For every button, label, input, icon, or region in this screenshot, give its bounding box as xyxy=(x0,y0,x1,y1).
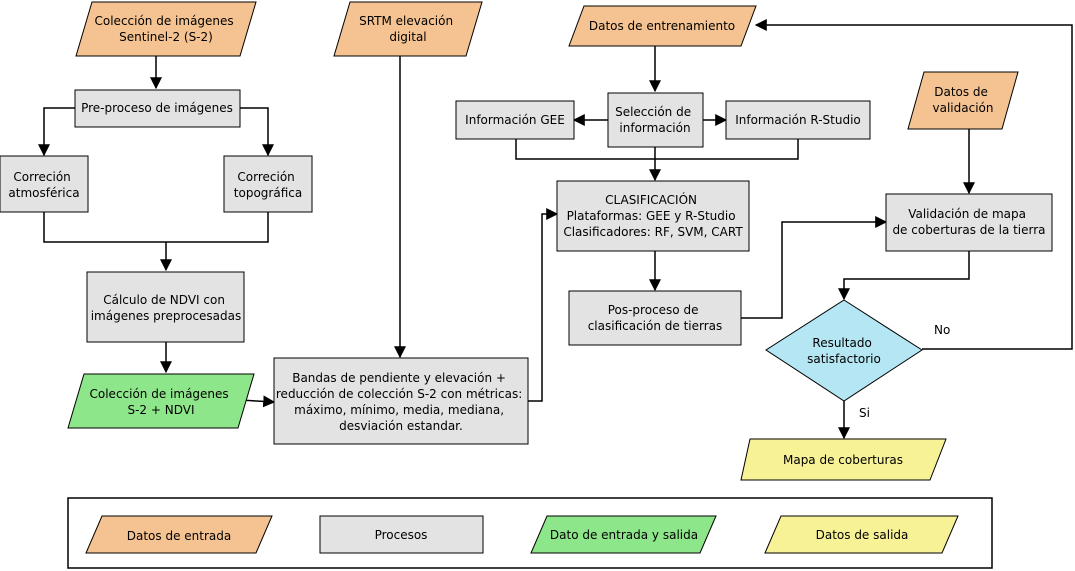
node-validacion-label: Validación de mapa de coberturas de la t… xyxy=(892,207,1045,237)
edge-merge-ndvi xyxy=(43,212,269,270)
node-srtm-shape xyxy=(333,1,483,57)
node-preproceso-shape xyxy=(74,89,241,128)
edge-posproceso-validacion xyxy=(741,216,888,319)
node-seleccion-label: Selección de información xyxy=(615,105,695,135)
edge-preproceso-topo xyxy=(240,107,274,157)
node-srtm-label: SRTM elevación digital xyxy=(359,14,457,44)
node-sentinel-label: Colección de imágenes Sentinel-2 (S-2) xyxy=(95,14,238,44)
node-preproceso-label: Pre-proceso de imágenes xyxy=(81,101,233,115)
node-clasificacion-label: CLASIFICACIÓN Plataformas: GEE y R-Studi… xyxy=(563,192,743,239)
edge-resultado-no-loop xyxy=(754,19,1073,350)
node-ndvi-label: Cálculo de NDVI con imágenes preprocesad… xyxy=(91,293,242,323)
edge-preproceso-split xyxy=(38,107,75,157)
node-info-gee-shape xyxy=(455,100,575,140)
node-posproceso-shape xyxy=(568,290,742,346)
node-resultado-label: Resultado satisfactorio xyxy=(807,336,881,366)
legend-procesos-swatch xyxy=(319,515,484,554)
edge-label-si: Si xyxy=(859,406,870,420)
node-corr-topo-label: Correción topográfica xyxy=(234,170,302,200)
node-entrenamiento-label: Datos de entrenamiento xyxy=(589,19,735,33)
node-clasificacion-shape xyxy=(556,180,750,252)
legend-entrada-salida-label: Dato de entrada y salida xyxy=(550,528,698,542)
node-corr-atm-label: Correción atmosférica xyxy=(8,170,79,200)
legend-frame xyxy=(67,497,993,569)
node-bandas-label: Bandas de pendiente y elevación + reducc… xyxy=(276,371,526,433)
node-entrenamiento-shape xyxy=(568,5,757,47)
node-mapa-label: Mapa de coberturas xyxy=(783,453,903,467)
edge-label-no: No xyxy=(934,323,950,337)
legend-entrada-swatch xyxy=(85,515,273,554)
node-bandas-shape xyxy=(273,357,529,445)
legend-procesos-label: Procesos xyxy=(375,528,428,542)
edge-info-merge-clasificacion xyxy=(515,139,799,180)
edge-validacion-resultado xyxy=(838,251,970,301)
legend-salida-label: Datos de salida xyxy=(816,528,909,542)
legend-entrada-salida-swatch xyxy=(530,515,717,554)
node-posproceso-label: Pos-proceso de clasificación de tierras xyxy=(588,303,723,333)
node-info-gee-label: Información GEE xyxy=(465,113,565,127)
node-datosval-shape xyxy=(907,71,1019,130)
node-info-rstudio-shape xyxy=(725,100,871,140)
node-datosval-label: Datos de validación xyxy=(933,85,994,115)
node-corr-topo-shape xyxy=(223,155,313,213)
node-s2ndvi-label: Colección de imágenes S-2 + NDVI xyxy=(90,387,233,417)
node-s2ndvi-shape xyxy=(67,373,255,429)
legend-salida-swatch xyxy=(764,515,959,554)
node-info-rstudio-label: Información R-Studio xyxy=(735,113,861,127)
legend: Datos de entrada Procesos Dato de entrad… xyxy=(67,497,993,569)
node-mapa-shape xyxy=(740,438,947,481)
node-resultado-shape xyxy=(765,299,923,402)
connectors xyxy=(38,19,1073,440)
node-ndvi-shape xyxy=(86,271,245,343)
node-sentinel-shape xyxy=(75,1,257,57)
node-validacion-shape xyxy=(885,193,1053,252)
node-seleccion-shape xyxy=(607,92,704,148)
legend-entrada-label: Datos de entrada xyxy=(127,529,231,543)
edge-bandas-clasificacion xyxy=(528,208,559,402)
node-corr-atm-shape xyxy=(0,155,89,213)
